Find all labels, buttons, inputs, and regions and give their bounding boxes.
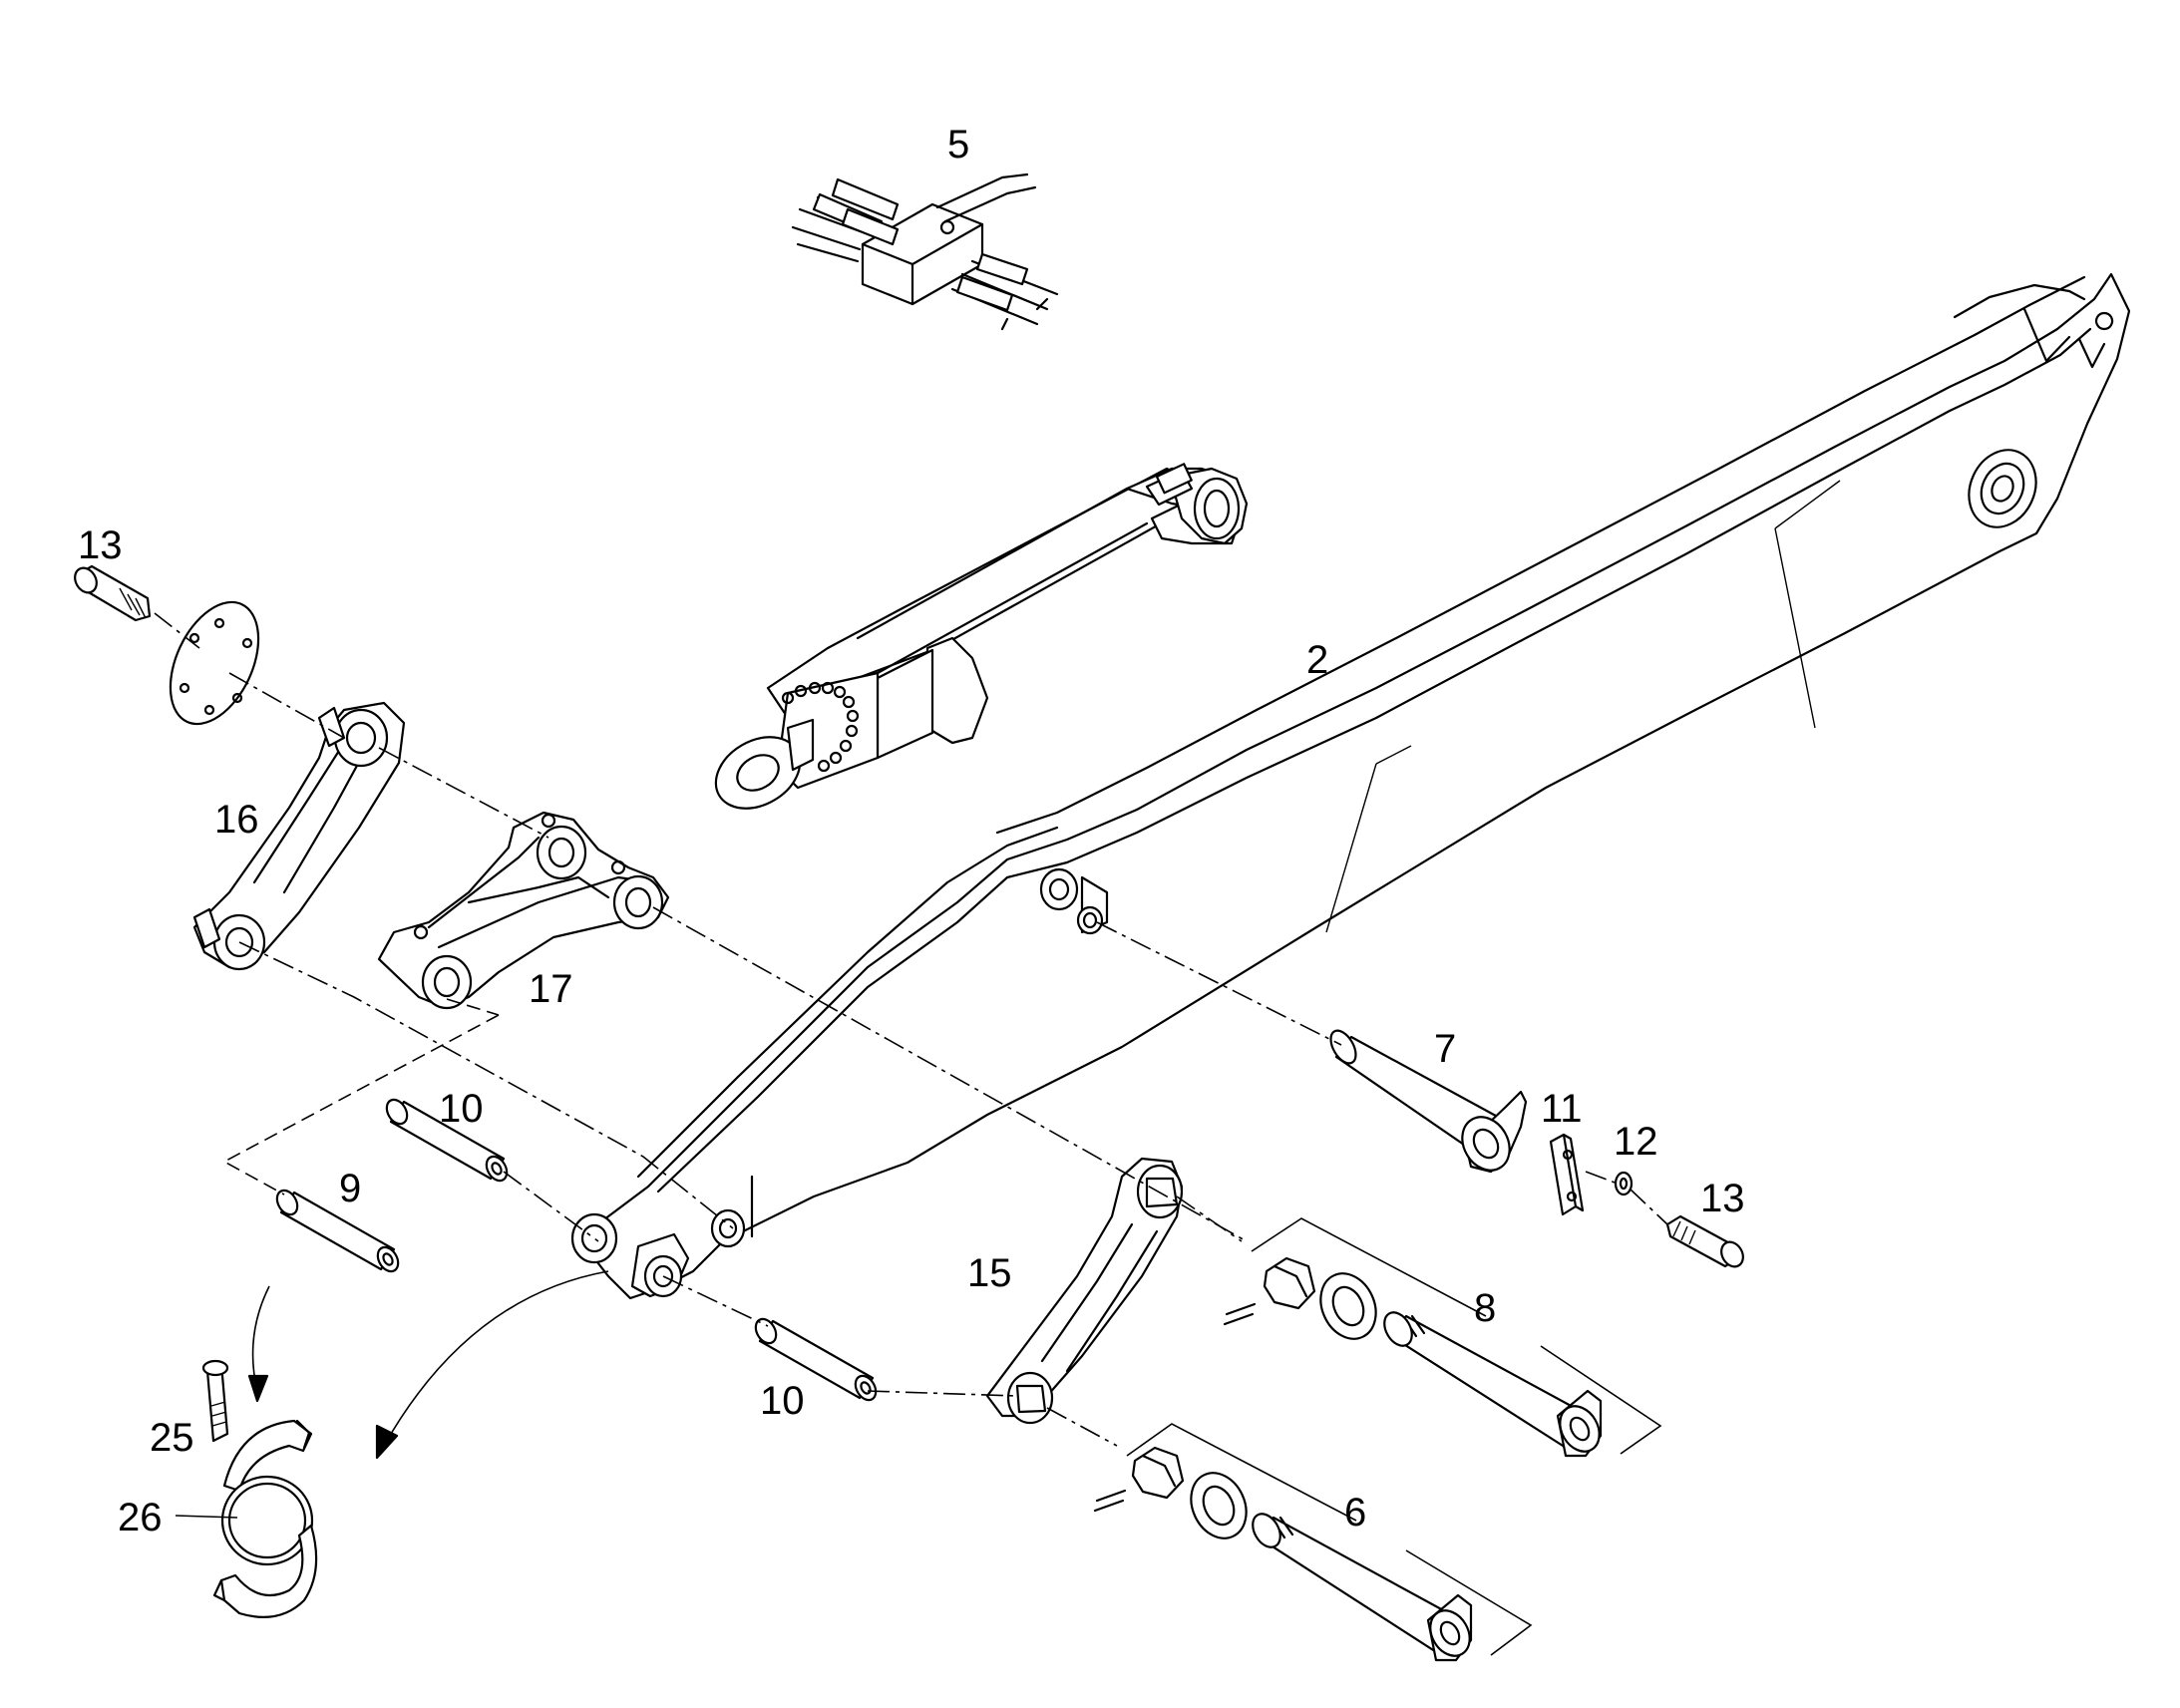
label-part-7: 7: [1434, 1027, 1456, 1071]
pin-10-lower: [754, 1317, 878, 1402]
assembly-center-lines: [154, 612, 1668, 1447]
link-arm-16: [192, 701, 406, 971]
label-part-13-right: 13: [1700, 1177, 1745, 1220]
pin-assembly-8: [1223, 1256, 1603, 1458]
label-part-10-upper: 10: [439, 1087, 484, 1131]
detail-arrows: [175, 1270, 609, 1519]
label-part-10-lower: 10: [760, 1379, 805, 1423]
boom-arm: [570, 272, 2131, 1300]
grouping-brackets: [1126, 1217, 1662, 1656]
label-part-12: 12: [1614, 1120, 1658, 1164]
rocker-link-17: [377, 811, 670, 1010]
label-part-5: 5: [947, 123, 969, 167]
pin-10-upper: [385, 1098, 509, 1183]
bolt-top-left: [74, 564, 152, 622]
label-part-13-top: 13: [78, 523, 123, 567]
washer-12: [1614, 1171, 1634, 1196]
link-arm-15: [985, 1157, 1184, 1425]
label-part-11: 11: [1541, 1087, 1583, 1131]
label-part-16: 16: [214, 798, 259, 842]
gland-bolts: [781, 681, 860, 773]
pin-7: [1329, 1029, 1528, 1174]
label-part-2: 2: [1306, 638, 1328, 682]
label-part-25: 25: [150, 1416, 194, 1460]
label-part-26: 26: [118, 1496, 163, 1539]
bolt-right: [1665, 1214, 1744, 1268]
valve-block-assembly: [791, 172, 1059, 331]
label-part-17: 17: [529, 967, 573, 1011]
label-part-6: 6: [1344, 1491, 1366, 1535]
label-part-9: 9: [339, 1167, 361, 1210]
pin-assembly-6: [1093, 1446, 1473, 1662]
hydraulic-cylinder: [714, 463, 1249, 810]
lock-plate-11: [1549, 1133, 1585, 1216]
pin-9: [275, 1189, 400, 1273]
clamp-assembly: [201, 1359, 318, 1618]
label-part-8: 8: [1474, 1286, 1496, 1330]
part-labels: 5 2 13 16 17 7 10 11 12 13 9 15 8 10 25 …: [78, 123, 1745, 1539]
label-part-15: 15: [967, 1251, 1012, 1295]
cover-plate: [169, 600, 260, 726]
